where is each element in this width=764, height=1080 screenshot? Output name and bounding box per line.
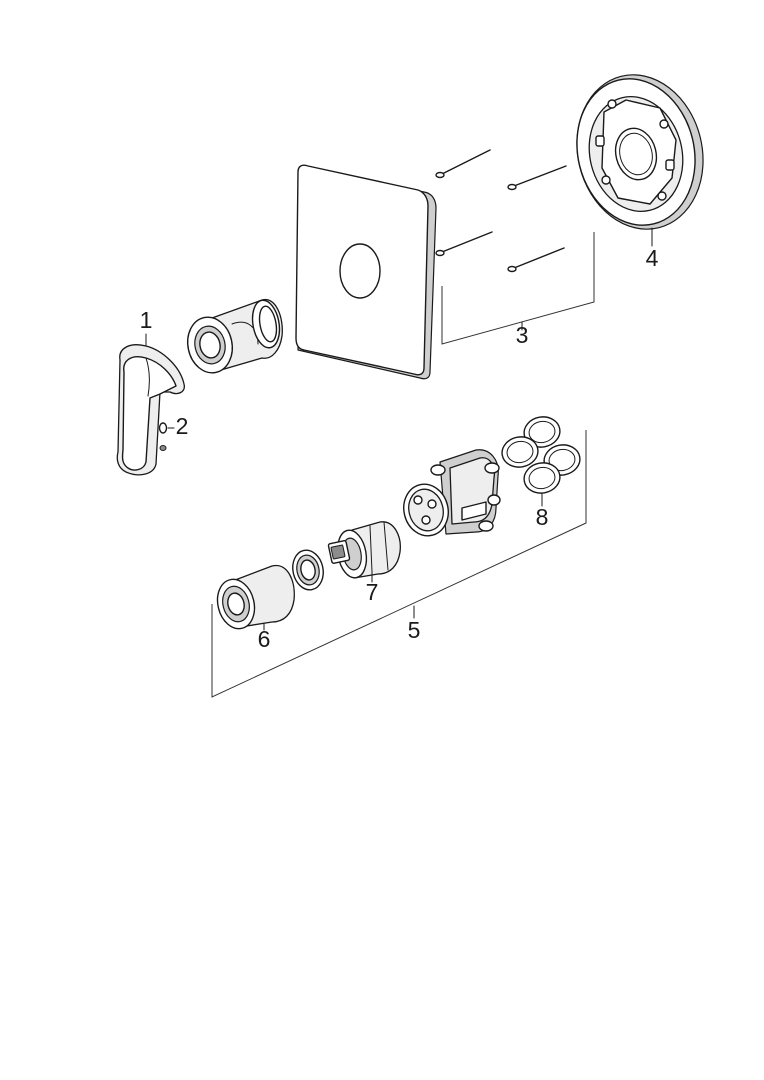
screw-1	[435, 149, 491, 179]
seal-ring[interactable]	[249, 298, 283, 350]
label-part-2: 2	[176, 413, 189, 439]
label-part-3: 3	[516, 322, 529, 348]
label-part-7: 7	[366, 579, 379, 605]
o-ring-2	[501, 436, 539, 468]
cover-plate[interactable]	[295, 164, 437, 380]
label-part-1: 1	[140, 307, 153, 333]
sleeve[interactable]	[183, 299, 283, 377]
screw-4	[507, 247, 565, 273]
screws[interactable]	[435, 149, 567, 273]
o-ring-1	[523, 416, 561, 448]
screw-2	[507, 165, 567, 191]
screw-3	[435, 231, 493, 257]
bracket-part-3	[441, 232, 595, 345]
bracket-part-5	[211, 430, 587, 698]
valve-body[interactable]	[398, 449, 501, 541]
o-ring-4	[523, 462, 561, 494]
cap-sleeve[interactable]	[212, 564, 295, 632]
o-rings[interactable]	[500, 414, 583, 496]
label-part-6: 6	[258, 626, 271, 652]
label-part-8: 8	[536, 504, 549, 530]
label-part-5: 5	[408, 617, 421, 643]
lever-handle[interactable]	[116, 344, 185, 476]
locking-nut[interactable]	[289, 547, 327, 592]
cartridge[interactable]	[327, 521, 401, 580]
set-screw[interactable]	[158, 422, 168, 451]
mounting-ring[interactable]	[561, 61, 719, 242]
label-part-4: 4	[646, 245, 659, 271]
